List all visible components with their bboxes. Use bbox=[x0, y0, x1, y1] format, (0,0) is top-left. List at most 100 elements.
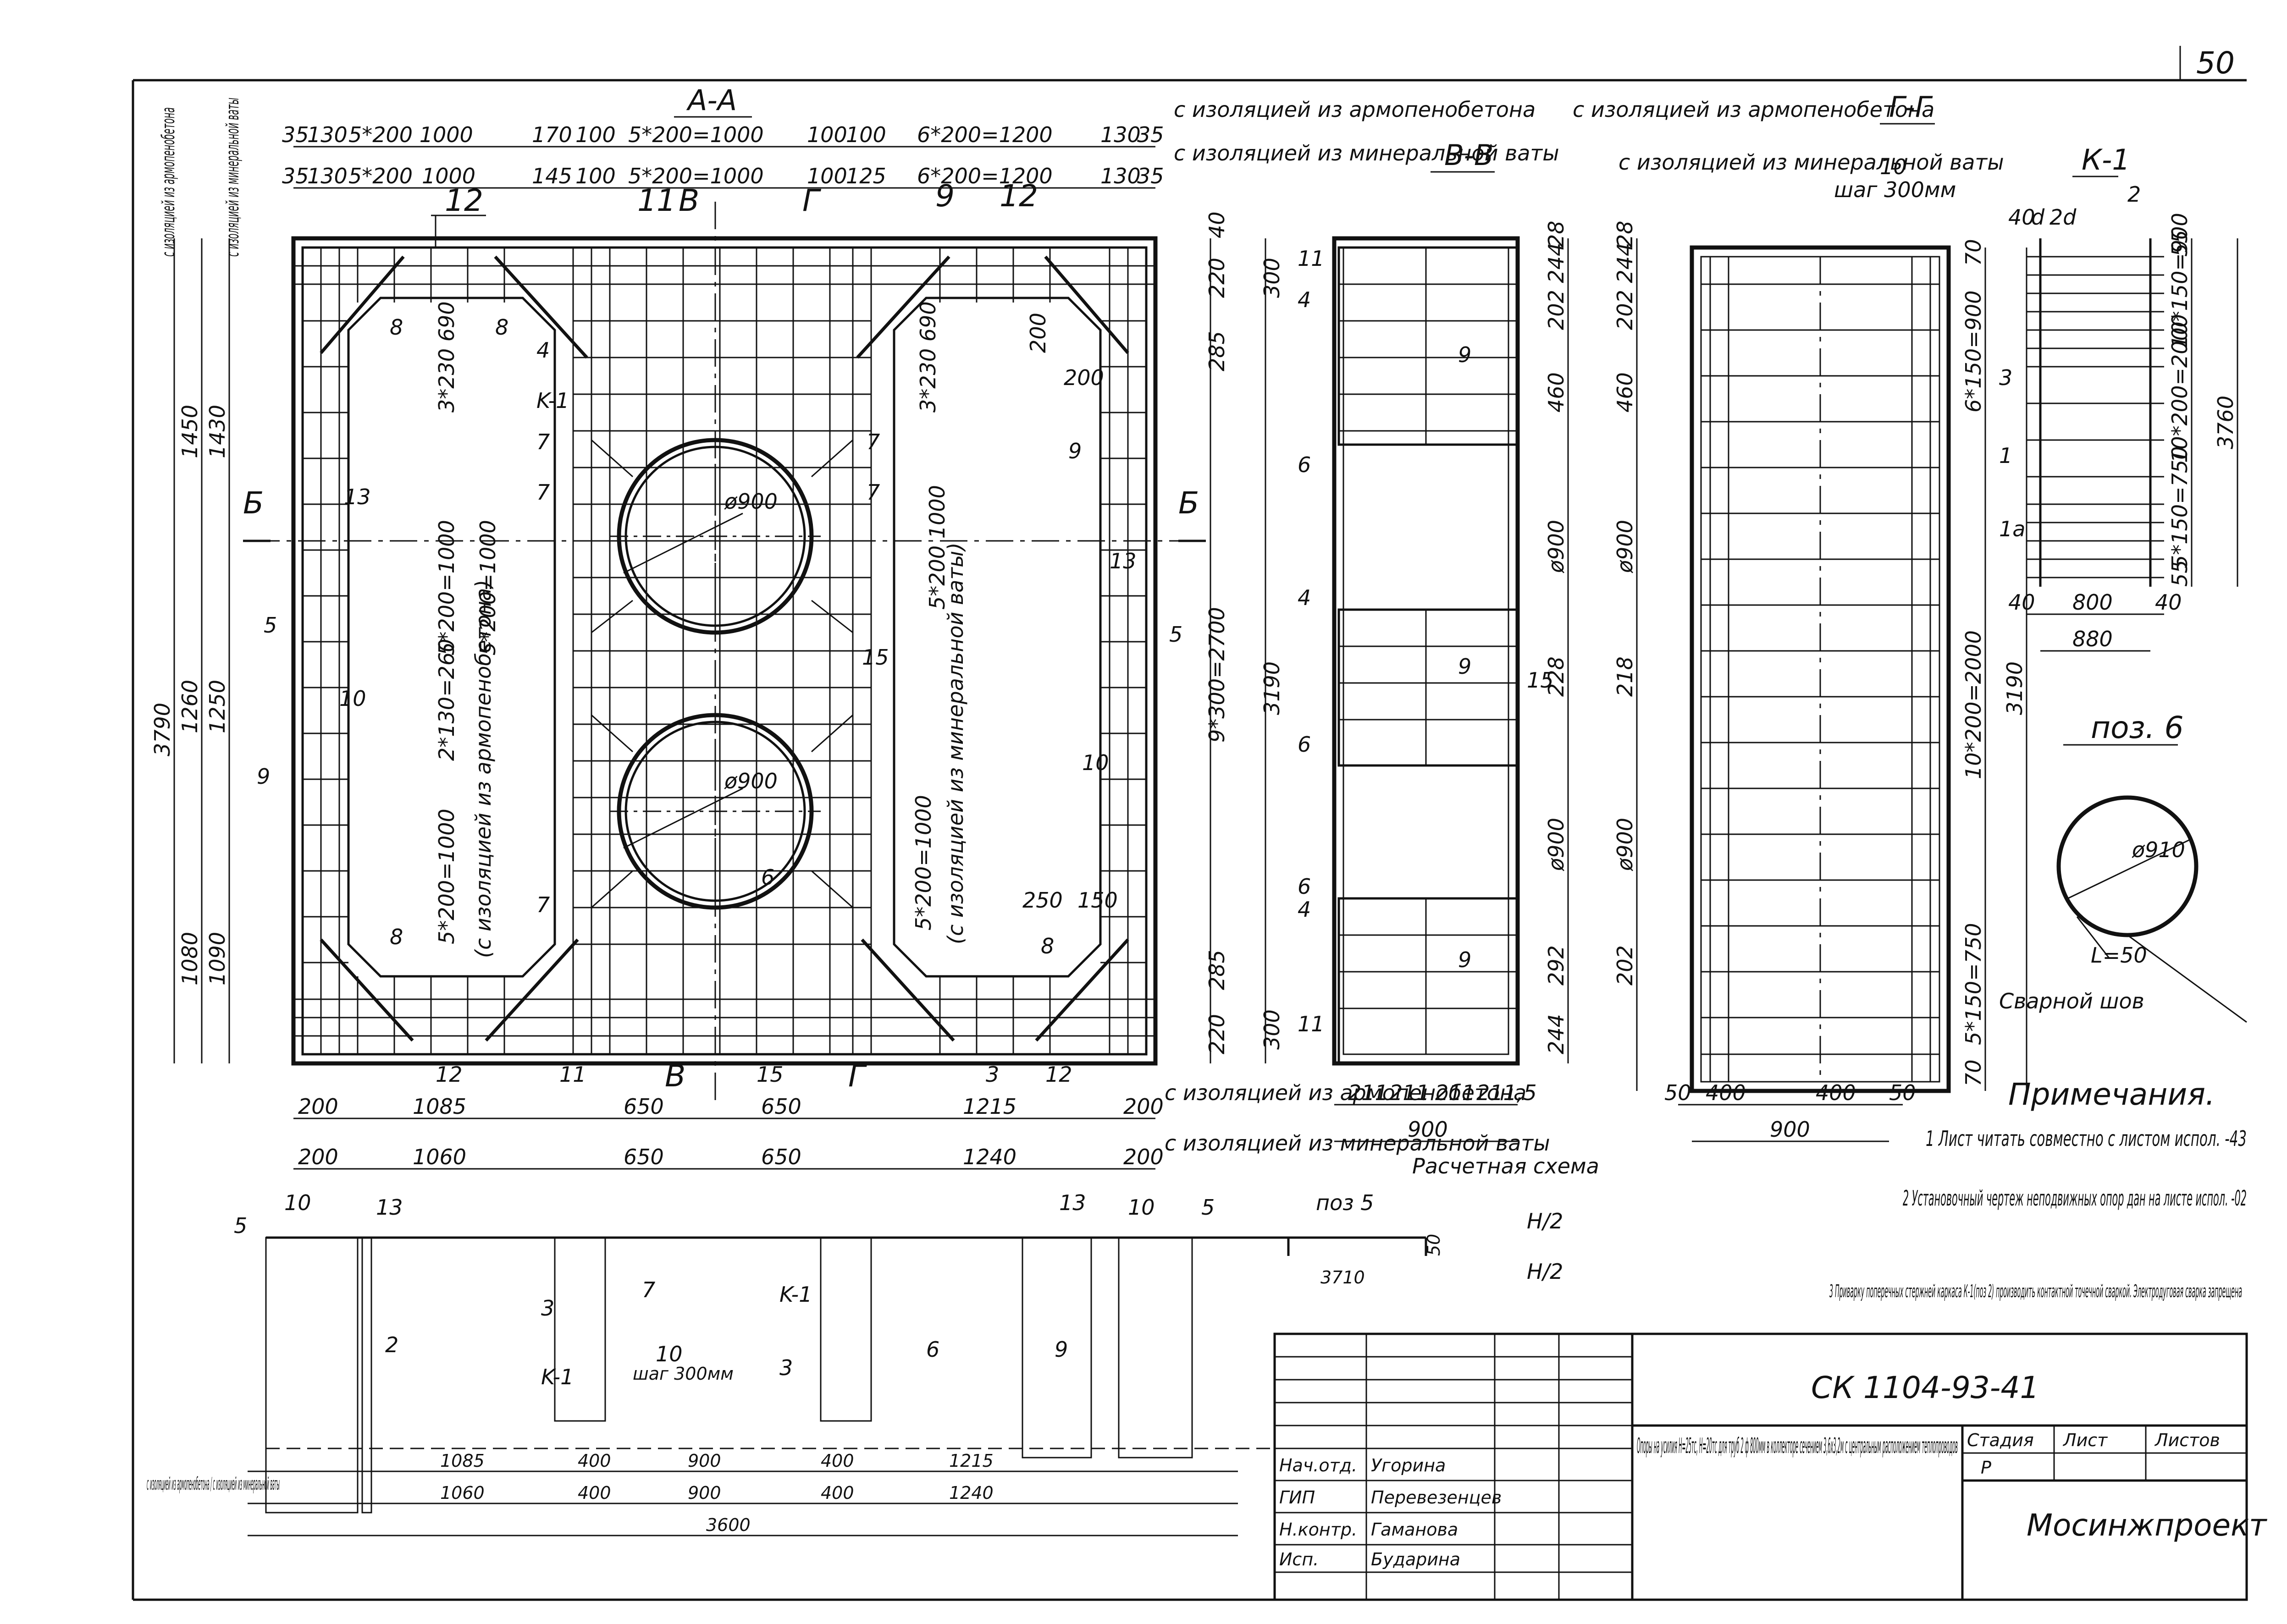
elev-d1-4: 1215 bbox=[949, 1451, 994, 1471]
gg-dim-l0: 28 bbox=[1613, 220, 1637, 248]
doc-code: СК 1104-93-41 bbox=[1811, 1370, 2039, 1405]
pos-13b: 13 bbox=[1110, 549, 1137, 573]
vv-mark-4: 4 bbox=[1298, 585, 1311, 610]
aa-right-dimensions: 40 220 285 9*300=2700 285 220 300 300 31… bbox=[1204, 211, 1284, 1063]
elev-label-6: 6 bbox=[926, 1337, 939, 1362]
gg-dim-b1: 400 bbox=[1706, 1080, 1746, 1105]
tb-name-3: Бударина bbox=[1371, 1549, 1460, 1569]
tb-role-3: Исп. bbox=[1279, 1549, 1319, 1569]
gg-dim-r3: 5*150=750 bbox=[1961, 923, 1986, 1045]
k1-bottom-2: 40 bbox=[2155, 590, 2182, 615]
k1-bottom-1: 800 bbox=[2072, 590, 2113, 615]
vv-dim-r14: 244 bbox=[1544, 1014, 1569, 1054]
inner-dim-11: 150 bbox=[1077, 888, 1118, 913]
elevations: 5 10 13 3 2 7 K-1 K-1 3 10 шаг 300мм 9 1… bbox=[147, 1190, 1444, 1536]
scheme-label: Расчетная схема bbox=[1412, 1154, 1599, 1178]
elev-label-13b: 13 bbox=[1059, 1190, 1086, 1215]
pos-15a: 15 bbox=[862, 645, 889, 670]
section-gg: Г-Г с изоляцией из армопенобетона с изол… bbox=[1527, 90, 2027, 1284]
k1-top-3: 2 bbox=[2127, 182, 2141, 207]
iso-label-top-b1: с изоляцией из минеральной ваты bbox=[1174, 141, 1559, 165]
notes: Примечания. 1 Лист читать совместно с ли… bbox=[1829, 1077, 2247, 1301]
pos-10a: 10 bbox=[339, 686, 366, 711]
gg-dim-b3: 50 bbox=[1889, 1080, 1916, 1105]
section-mark-v-bottom: В bbox=[665, 1058, 685, 1094]
pos5-len: 3710 bbox=[1320, 1267, 1365, 1288]
notes-heading: Примечания. bbox=[2008, 1077, 2215, 1112]
pipe-diameter-upper: ø900 bbox=[724, 489, 778, 514]
dim-top1-1: 130 bbox=[307, 122, 348, 147]
dim-top2-1: 130 bbox=[307, 164, 348, 188]
title-block: СК 1104-93-41 Опоры на усилия Н=25тс, Н=… bbox=[1273, 1332, 2268, 1601]
tb-name-1: Перевезенцев bbox=[1371, 1487, 1502, 1508]
elev-label-3: 3 bbox=[541, 1296, 554, 1321]
pos-7b: 7 bbox=[536, 480, 550, 505]
dim-top2-2: 5*200 bbox=[348, 164, 413, 188]
tb-role-0: Нач.отд. bbox=[1279, 1455, 1357, 1475]
vv-mark-3: 6 bbox=[1298, 452, 1311, 477]
position-markers: 12 11 9 12 8 8 4 K-1 7 7 7 7 13 15 5 10 … bbox=[257, 178, 1182, 1087]
inner-dim-7: 5*200=1000 bbox=[911, 795, 936, 930]
pos6-diameter: ø910 bbox=[2132, 837, 2185, 862]
dim-bot2-5: 200 bbox=[1123, 1145, 1164, 1169]
dim-right-2: 285 bbox=[1204, 331, 1229, 371]
dim-top2-7: 100 bbox=[807, 164, 847, 188]
k1-top-0: 40 bbox=[2008, 205, 2035, 230]
gg-mark: 10 bbox=[1880, 154, 1907, 179]
pos-12b: 12 bbox=[1000, 178, 1038, 214]
vv-dim-b1: 211 bbox=[1389, 1080, 1430, 1105]
pos-13a: 13 bbox=[344, 484, 371, 509]
dim-right-8: 3190 bbox=[1260, 661, 1284, 715]
elev-d2-3: 400 bbox=[821, 1483, 854, 1503]
k1-top-1: d bbox=[2031, 205, 2045, 230]
dim-right-1: 220 bbox=[1204, 258, 1229, 298]
gg-dim-r0: 70 bbox=[1961, 239, 1986, 266]
vv-dim-b3: 211,5 bbox=[1476, 1080, 1537, 1105]
pos5-title: поз 5 bbox=[1316, 1190, 1374, 1215]
vv-dim-b2: 211 bbox=[1435, 1080, 1475, 1105]
vv-dim-r7: 228 bbox=[1544, 656, 1569, 697]
dim-top1-6: 100 bbox=[807, 122, 847, 147]
inner-dim-2: 5*200=1000 bbox=[434, 520, 459, 655]
elev-label-k1b: K-1 bbox=[541, 1365, 574, 1389]
elev-label-step: шаг 300мм bbox=[633, 1364, 734, 1384]
gg-dim-b0: 50 bbox=[1664, 1080, 1691, 1105]
dim-right-4: 285 bbox=[1204, 950, 1229, 990]
vv-width: 900 bbox=[1408, 1117, 1448, 1142]
section-k1-title: К-1 bbox=[2082, 143, 2130, 176]
pos-7d: 7 bbox=[867, 480, 880, 505]
gg-h2-b: H/2 bbox=[1527, 1259, 1563, 1284]
pos6-title: поз. 6 bbox=[2091, 710, 2184, 745]
pos-11a: 11 bbox=[637, 183, 676, 218]
k1-bottom-3: 880 bbox=[2072, 627, 2113, 651]
section-mark-b-right: Б bbox=[1178, 485, 1199, 521]
vv-mark-1: 4 bbox=[1298, 287, 1311, 312]
dim-top2-6: 5*200=1000 bbox=[628, 164, 764, 188]
diagonal-bars bbox=[320, 255, 1129, 1042]
vv-dim-r2: 460 bbox=[1544, 372, 1569, 413]
aa-left-dimensions: 3790 1260 1250 1080 1090 1450 1430 с изо… bbox=[150, 98, 243, 1063]
pos-4a: 4 bbox=[536, 338, 550, 363]
note-2: 2 Установочный чертеж неподвижных опор д… bbox=[1903, 1186, 2247, 1211]
vv-dim-r9: ø900 bbox=[1544, 818, 1569, 871]
elev-label-7: 7 bbox=[642, 1277, 655, 1302]
pos-7a: 7 bbox=[536, 429, 550, 454]
vv-mark-2: 9 bbox=[1458, 342, 1471, 367]
pos-k1a: K-1 bbox=[536, 388, 569, 413]
elev-label-3b: 3 bbox=[779, 1355, 793, 1380]
elev-d1-3: 400 bbox=[821, 1451, 854, 1471]
pos-8a: 8 bbox=[390, 315, 403, 340]
dim-bot1-1: 1085 bbox=[413, 1094, 466, 1119]
dim-right-7: 300 bbox=[1260, 1009, 1284, 1050]
tb-head-2: Листов bbox=[2154, 1430, 2220, 1450]
vv-mark-9: 9 bbox=[1458, 947, 1471, 972]
pos-15b: 15 bbox=[757, 1062, 784, 1087]
sheet-number: 50 bbox=[2196, 45, 2235, 81]
dim-bot1-3: 650 bbox=[761, 1094, 801, 1119]
dim-top2-11: 35 bbox=[1137, 164, 1164, 188]
dim-bot1-4: 1215 bbox=[963, 1094, 1016, 1119]
inner-dim-4: 5*200=1000 bbox=[434, 809, 459, 944]
dim-right-3: 9*300=2700 bbox=[1204, 607, 1229, 743]
aa-bottom-dimensions: 200 1085 650 650 1215 200 200 1060 650 6… bbox=[293, 1094, 1164, 1170]
